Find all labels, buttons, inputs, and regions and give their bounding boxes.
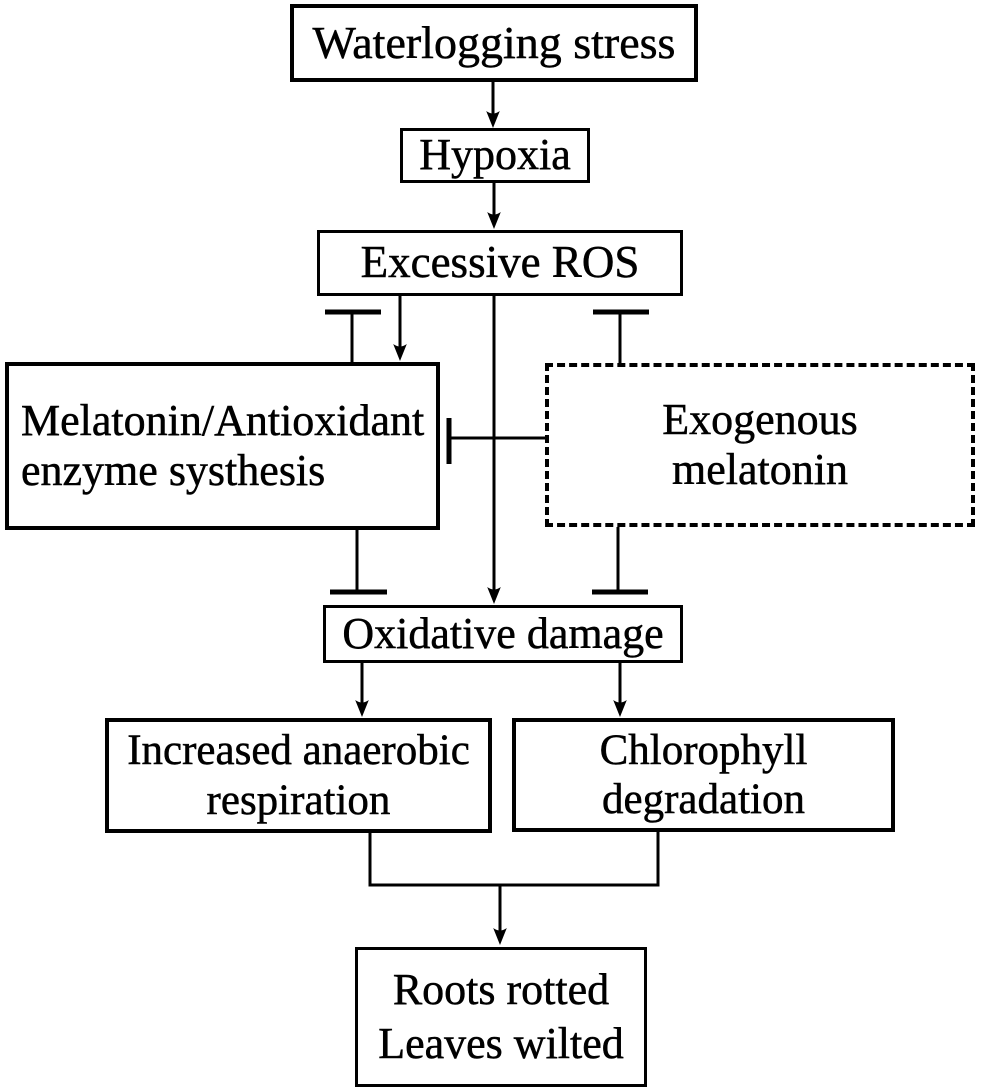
node-hypoxia: Hypoxia [400, 128, 590, 183]
edge-melatonin-inhibits-ros-tbar [325, 309, 381, 363]
edge-hypoxia-to-ros-arrow [487, 183, 501, 229]
node-roots-rotted-leaves-wilted: Roots rotted Leaves wilted [355, 947, 647, 1087]
node-excessive-ros: Excessive ROS [317, 230, 683, 296]
edge-waterlogging-to-hypoxia-arrow [486, 82, 500, 128]
edge-melatonin-inhibits-oxidative-tbar [330, 529, 387, 595]
node-chlorophyll-degradation: Chlorophyll degradation [512, 718, 895, 832]
edge-oxidative-to-anaerobic-arrow [355, 663, 369, 717]
node-waterlogging-stress: Waterlogging stress [290, 4, 698, 82]
edge-ros-to-oxidative-arrow [487, 296, 501, 604]
edge-ros-to-melatonin-arrow [393, 296, 407, 361]
edge-exogenous-to-melatonin-tbar [446, 418, 546, 464]
edge-oxidative-to-chlorophyll-arrow [613, 663, 627, 717]
edge-merge-connector [368, 831, 660, 945]
node-increased-anaerobic-respiration: Increased anaerobic respiration [105, 718, 492, 833]
edge-exogenous-inhibits-ros-tbar [593, 309, 649, 364]
node-exogenous-melatonin: Exogenous melatonin [545, 363, 975, 527]
node-melatonin-antioxidant-synthesis: Melatonin/Antioxidant enzyme systhesis [5, 362, 440, 530]
node-oxidative-damage: Oxidative damage [323, 605, 683, 663]
edge-exogenous-inhibits-oxidative-tbar [592, 526, 648, 595]
